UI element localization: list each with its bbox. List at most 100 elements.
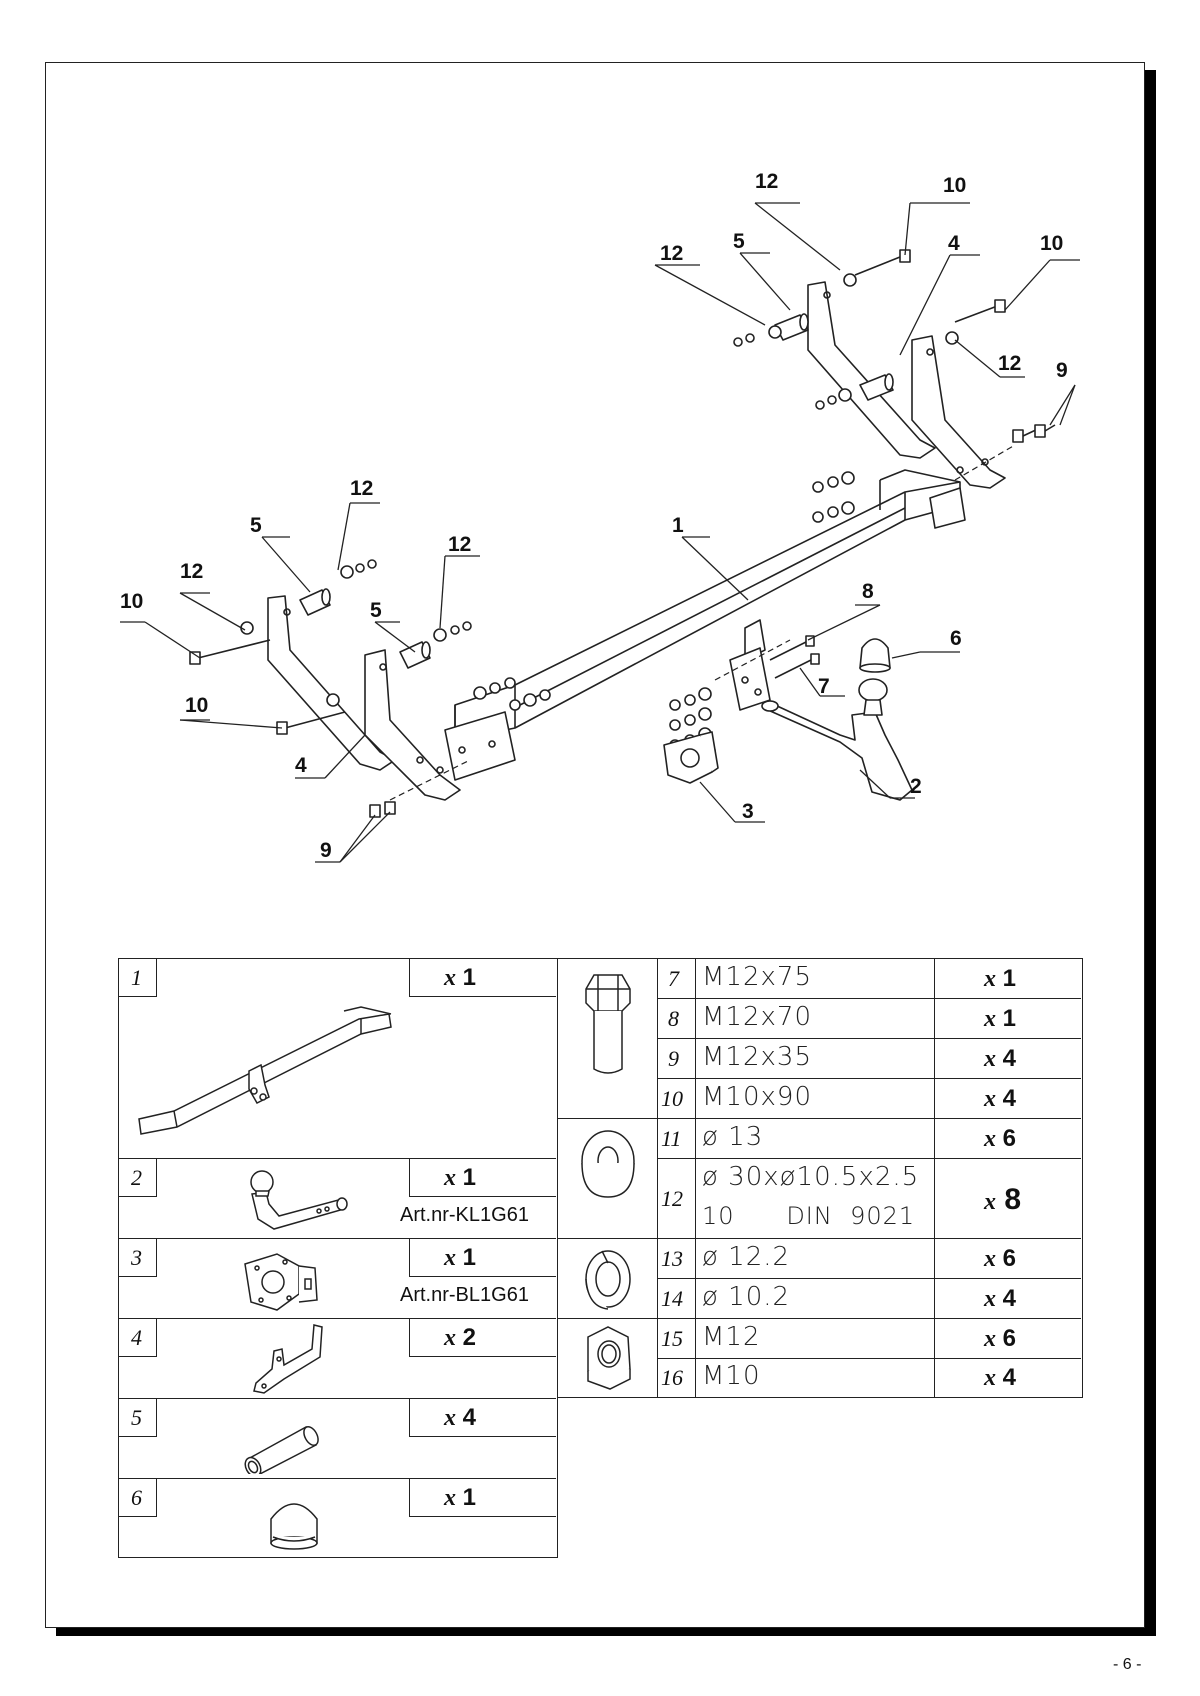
callout-5c: 5 <box>370 599 382 622</box>
callout-10b: 10 <box>1040 232 1063 255</box>
left-brackets <box>267 595 461 801</box>
spec-number-16: 16 <box>661 1365 683 1390</box>
spec-row-16: 16 M10 x 4 <box>658 1359 1081 1397</box>
spec-number-12: 12 <box>661 1186 683 1211</box>
spec-row-11: 11 ø 13 x 6 <box>658 1119 1081 1159</box>
part-qty-2: x 1 <box>444 1164 477 1191</box>
callout-12b: 12 <box>660 242 683 265</box>
spec-qty-12: x 8 <box>984 1183 1022 1216</box>
spec-size-10: M10x90 <box>702 1082 812 1112</box>
spec-row-9: 9 M12x35 x 4 <box>658 1039 1081 1079</box>
exploded-assembly-drawing: 12 10 5 12 4 10 12 9 12 1 5 12 12 10 5 8… <box>120 170 1080 863</box>
spacers <box>299 313 894 669</box>
callout-12c: 12 <box>998 352 1021 375</box>
spec-row-13: 13 ø 12.2 x 6 <box>658 1239 1081 1279</box>
part-row-2: 2 x 1 Art.nr-KL1G61 <box>119 1159 556 1239</box>
parts-table-left: 1 x 1 2 x 1 Art.nr-KL1G61 <box>118 958 558 1558</box>
bolts <box>189 249 1056 818</box>
part-number-6: 6 <box>131 1485 142 1510</box>
spec-number-7: 7 <box>668 966 679 991</box>
part-number-1: 1 <box>131 965 142 990</box>
spec-number-8: 8 <box>668 1006 679 1031</box>
spec-number-15: 15 <box>661 1326 683 1351</box>
spacer-tube-icon <box>244 1425 319 1474</box>
spec-size-16: M10 <box>702 1361 761 1391</box>
part-number-2: 2 <box>131 1165 142 1190</box>
spec-size-9: M12x35 <box>702 1042 812 1072</box>
towbar-crossbar-icon <box>138 1006 392 1135</box>
hex-nut-icon <box>587 1326 631 1390</box>
part-row-3: 3 x 1 Art.nr-BL1G61 <box>119 1239 556 1319</box>
spec-qty-7: x 1 <box>984 965 1017 992</box>
spec-size-8: M12x70 <box>702 1002 812 1032</box>
part-qty-3: x 1 <box>444 1244 477 1271</box>
spec-size-7: M12x75 <box>702 962 812 992</box>
part-qty-6: x 1 <box>444 1484 477 1511</box>
callout-9b: 9 <box>320 839 332 862</box>
crossbar-part <box>444 469 966 781</box>
callout-2: 2 <box>910 775 922 798</box>
right-brackets <box>807 281 1006 489</box>
spec-row-12: 12 ø 30xø10.5x2.5 10 DIN 9021 x 8 <box>658 1159 1081 1239</box>
spec-size-15: M12 <box>702 1322 761 1352</box>
callout-12a: 12 <box>755 170 778 193</box>
spec-row-14: 14 ø 10.2 x 4 <box>658 1279 1081 1319</box>
spec-row-7: 7 M12x75 x 1 <box>658 959 1081 999</box>
callout-3: 3 <box>742 800 754 823</box>
callout-10d: 10 <box>185 694 208 717</box>
part-number-3: 3 <box>131 1245 142 1270</box>
spec-size-14: ø 10.2 <box>702 1282 791 1312</box>
spec-qty-10: x 4 <box>984 1085 1017 1112</box>
callout-12e: 12 <box>448 533 471 556</box>
hex-bolt-icon <box>585 974 631 1074</box>
spec-number-14: 14 <box>661 1286 683 1311</box>
part-article-3: Art.nr-BL1G61 <box>400 1284 529 1306</box>
spec-qty-11: x 6 <box>984 1125 1017 1152</box>
leader-lines <box>120 202 1080 863</box>
part-qty-5: x 4 <box>444 1404 477 1431</box>
callout-5b: 5 <box>250 514 262 537</box>
callout-4b: 4 <box>295 754 307 777</box>
part-row-6: 6 x 1 <box>119 1479 556 1557</box>
part-article-2: Art.nr-KL1G61 <box>400 1204 529 1226</box>
spec-standard-12: 10 DIN 9021 <box>702 1202 916 1230</box>
part-row-5: 5 x 4 <box>119 1399 556 1479</box>
spec-number-10: 10 <box>661 1086 683 1111</box>
callout-9a: 9 <box>1056 359 1068 382</box>
page-number: - 6 - <box>1113 1656 1142 1673</box>
part-number-4: 4 <box>131 1325 142 1350</box>
part-qty-4: x 2 <box>444 1324 477 1351</box>
spec-qty-8: x 1 <box>984 1005 1017 1032</box>
spring-washer-icon <box>585 1250 631 1310</box>
part-qty-1: x 1 <box>444 964 477 991</box>
spec-number-11: 11 <box>661 1126 682 1151</box>
spec-row-15: 15 M12 x 6 <box>658 1319 1081 1359</box>
spec-number-9: 9 <box>668 1046 679 1071</box>
part-row-1: 1 x 1 <box>119 959 556 1159</box>
spec-qty-9: x 4 <box>984 1045 1017 1072</box>
part-row-4: 4 x 2 <box>119 1319 556 1399</box>
spec-qty-13: x 6 <box>984 1245 1017 1272</box>
flat-washer-icon <box>581 1130 635 1198</box>
spec-number-13: 13 <box>661 1246 683 1271</box>
callout-10c: 10 <box>120 590 143 613</box>
spec-size-12: ø 30xø10.5x2.5 <box>702 1162 920 1192</box>
spec-row-8: 8 M12x70 x 1 <box>658 999 1081 1039</box>
spec-qty-15: x 6 <box>984 1325 1017 1352</box>
spec-qty-16: x 4 <box>984 1364 1017 1391</box>
spec-size-13: ø 12.2 <box>702 1242 791 1272</box>
towball-part <box>761 678 913 801</box>
callout-12d: 12 <box>350 477 373 500</box>
mounting-bracket-icon <box>253 1324 323 1394</box>
callout-5a: 5 <box>733 230 745 253</box>
towball-neck-icon <box>250 1170 348 1230</box>
spec-row-10: 10 M10x90 x 4 <box>658 1079 1081 1119</box>
part-number-5: 5 <box>131 1405 142 1430</box>
callout-8: 8 <box>862 580 874 603</box>
ball-cap-icon <box>270 1503 318 1550</box>
callout-12f: 12 <box>180 560 203 583</box>
callout-6: 6 <box>950 627 962 650</box>
callout-4a: 4 <box>948 232 960 255</box>
nuts-and-washers <box>240 273 959 751</box>
parts-table-right: 7 M12x75 x 1 8 M12x70 x 1 9 M12x35 x 4 1… <box>558 958 1083 1398</box>
